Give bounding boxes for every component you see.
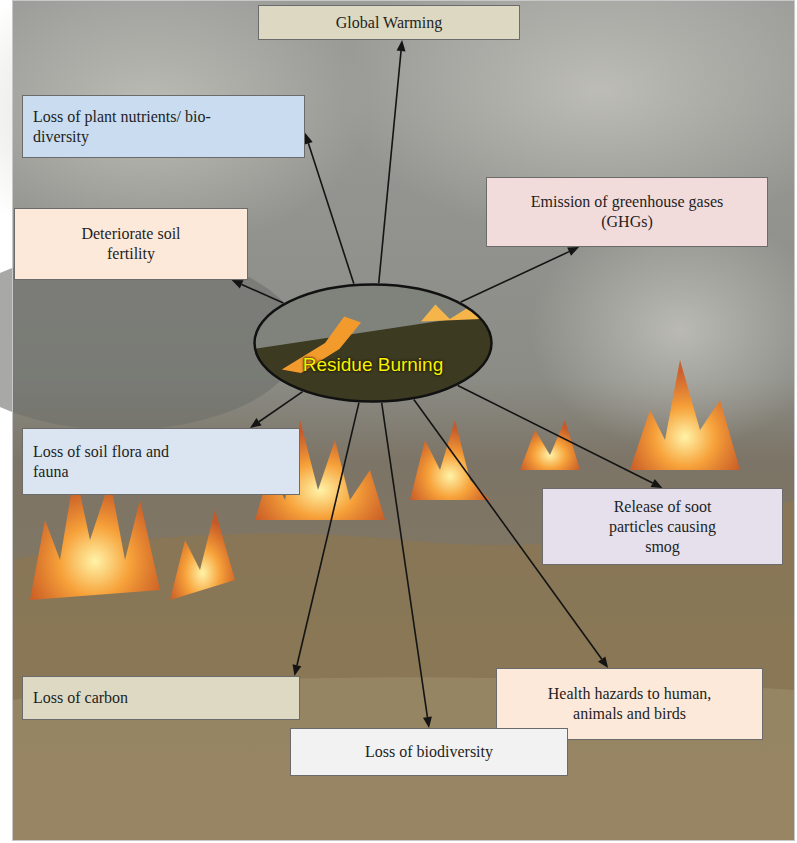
center-ellipse: Residue Burning: [253, 283, 493, 403]
arrow-connector: [293, 403, 359, 676]
arrow-line: [382, 403, 428, 717]
arrow-head: [567, 247, 579, 256]
arrow-head: [598, 656, 608, 668]
effect-box: Loss of soil flora and fauna: [22, 428, 300, 495]
effect-box: Global Warming: [258, 5, 520, 40]
arrow-head: [232, 280, 244, 289]
box-label: Loss of soil flora and fauna: [33, 442, 203, 482]
arrow-line: [308, 143, 353, 284]
arrow-connector: [304, 133, 354, 284]
box-label: Deteriorate soil fertility: [56, 224, 206, 264]
box-label: Emission of greenhouse gases (GHGs): [512, 192, 742, 232]
arrow-line: [458, 385, 653, 483]
arrow-connector: [461, 247, 579, 302]
arrow-line: [297, 403, 359, 666]
center-label: Residue Burning: [303, 353, 443, 377]
arrow-connector: [232, 280, 284, 303]
arrow-line: [259, 392, 303, 422]
arrow-head: [651, 479, 663, 488]
arrow-head: [423, 716, 432, 728]
box-label: Global Warming: [336, 13, 442, 33]
arrow-head: [304, 133, 313, 145]
arrow-connector: [458, 385, 663, 488]
effect-box: Deteriorate soil fertility: [14, 208, 248, 280]
arrow-connector: [379, 40, 406, 283]
box-label: Loss of biodiversity: [365, 742, 493, 762]
arrow-connector: [382, 403, 432, 728]
effect-box: Loss of plant nutrients/ bio-diversity: [22, 95, 305, 158]
box-label: Release of soot particles causing smog: [600, 497, 725, 557]
effect-box: Release of soot particles causing smog: [542, 488, 783, 565]
arrow-head: [397, 40, 406, 51]
arrow-line: [242, 284, 284, 303]
arrow-line: [379, 51, 401, 283]
box-label: Loss of plant nutrients/ bio-diversity: [33, 107, 233, 147]
arrow-head: [250, 418, 262, 428]
arrow-head: [293, 664, 302, 676]
arrow-connector: [250, 392, 303, 428]
ellipse-outline: [253, 283, 493, 403]
photo-frame: [13, 1, 795, 841]
effect-box: Loss of biodiversity: [290, 728, 568, 776]
box-label: Loss of carbon: [33, 688, 128, 708]
effect-box: Loss of carbon: [22, 676, 300, 720]
arrow-line: [461, 252, 569, 302]
box-label: Health hazards to human, animals and bir…: [530, 684, 730, 724]
effect-box: Emission of greenhouse gases (GHGs): [486, 177, 768, 247]
